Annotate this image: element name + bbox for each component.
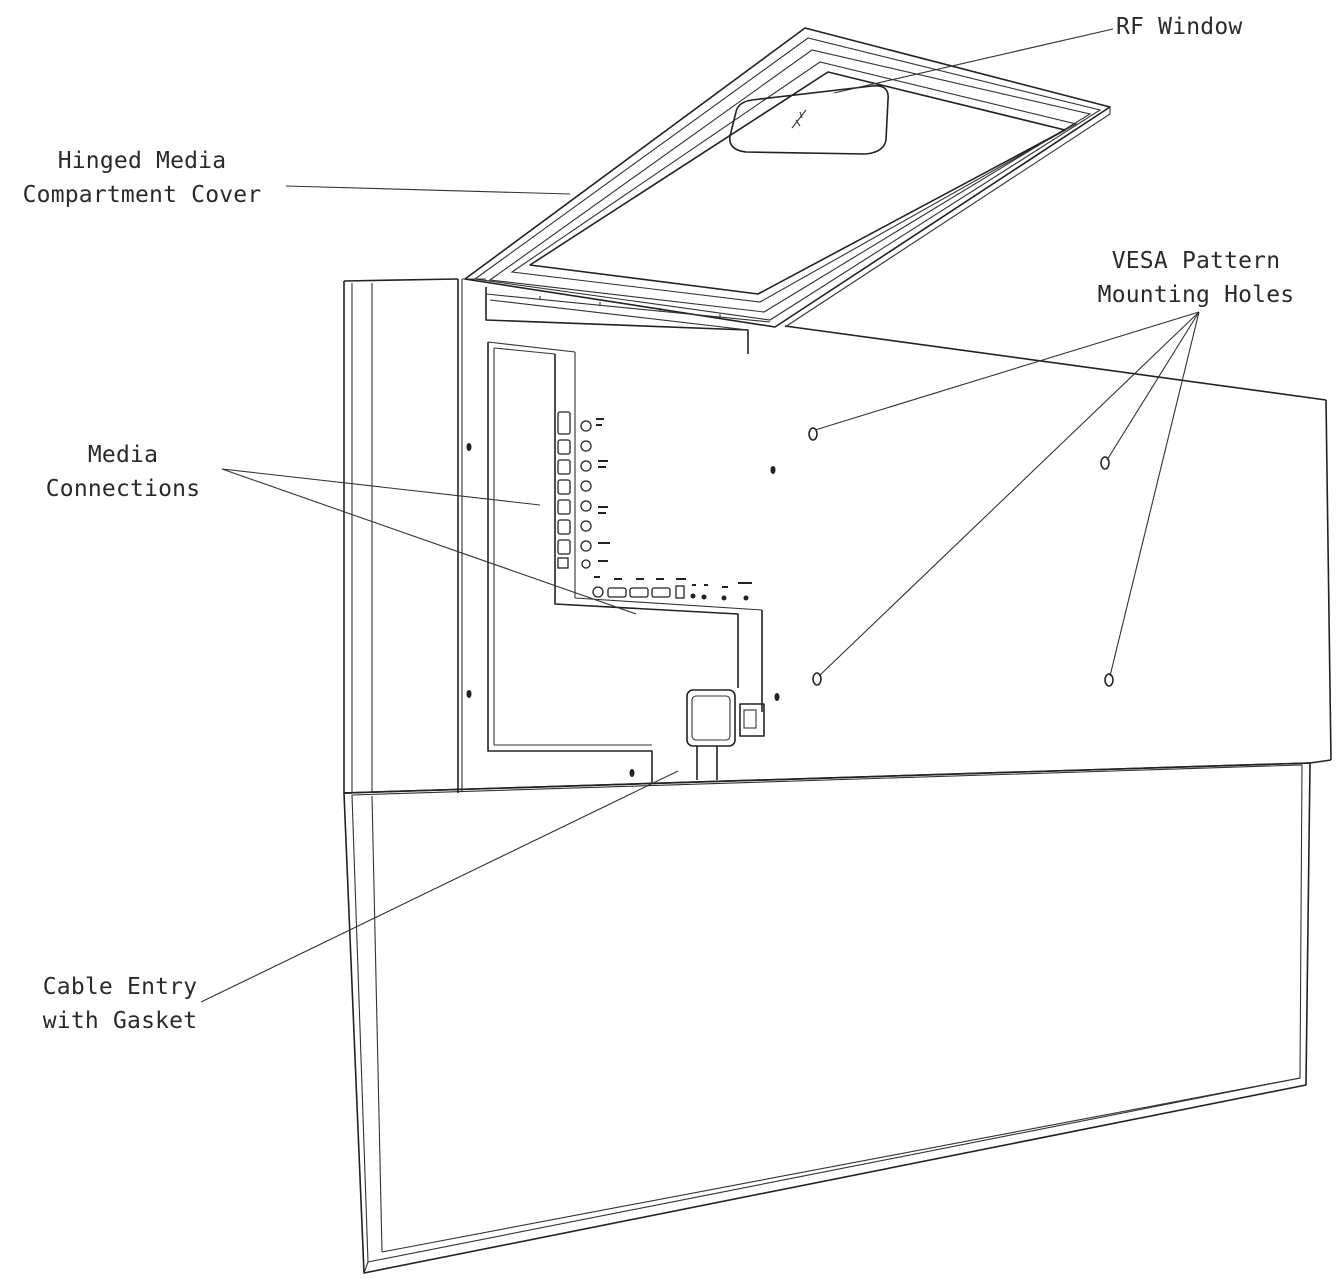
media-connections-label-line2: Connections xyxy=(45,476,201,502)
media-ports-horizontal xyxy=(592,576,752,601)
cable-entry-gasket xyxy=(686,689,765,780)
cable-entry-label: Cable Entry with Gasket xyxy=(34,970,206,1038)
leader-lines xyxy=(200,28,1200,1003)
rf-window-label-text: RF Window xyxy=(1116,14,1243,40)
hinged-cover-label: Hinged Media Compartment Cover xyxy=(4,144,280,212)
rf-window-label: RF Window xyxy=(1116,10,1242,44)
media-compartment xyxy=(487,341,763,783)
rf-window xyxy=(729,84,889,155)
media-ports-vertical xyxy=(557,411,610,569)
hinged-cover-label-line2: Compartment Cover xyxy=(22,182,262,208)
vesa-label-line1: VESA Pattern xyxy=(1111,248,1281,274)
left-frame xyxy=(343,278,463,794)
cable-entry-label-line1: Cable Entry xyxy=(42,974,198,1000)
vesa-holes xyxy=(808,427,1114,687)
media-connections-label-line1: Media xyxy=(87,442,159,468)
hinged-cover-label-line1: Hinged Media xyxy=(57,148,227,174)
vesa-label-line2: Mounting Holes xyxy=(1097,282,1295,308)
lower-panel xyxy=(343,762,1311,1274)
screw-dots xyxy=(466,443,780,777)
back-panel xyxy=(343,278,1332,794)
media-connections-label: Media Connections xyxy=(30,438,216,506)
vesa-label: VESA Pattern Mounting Holes xyxy=(1084,244,1308,312)
hinged-cover xyxy=(464,27,1111,354)
cable-entry-label-line2: with Gasket xyxy=(42,1008,198,1034)
